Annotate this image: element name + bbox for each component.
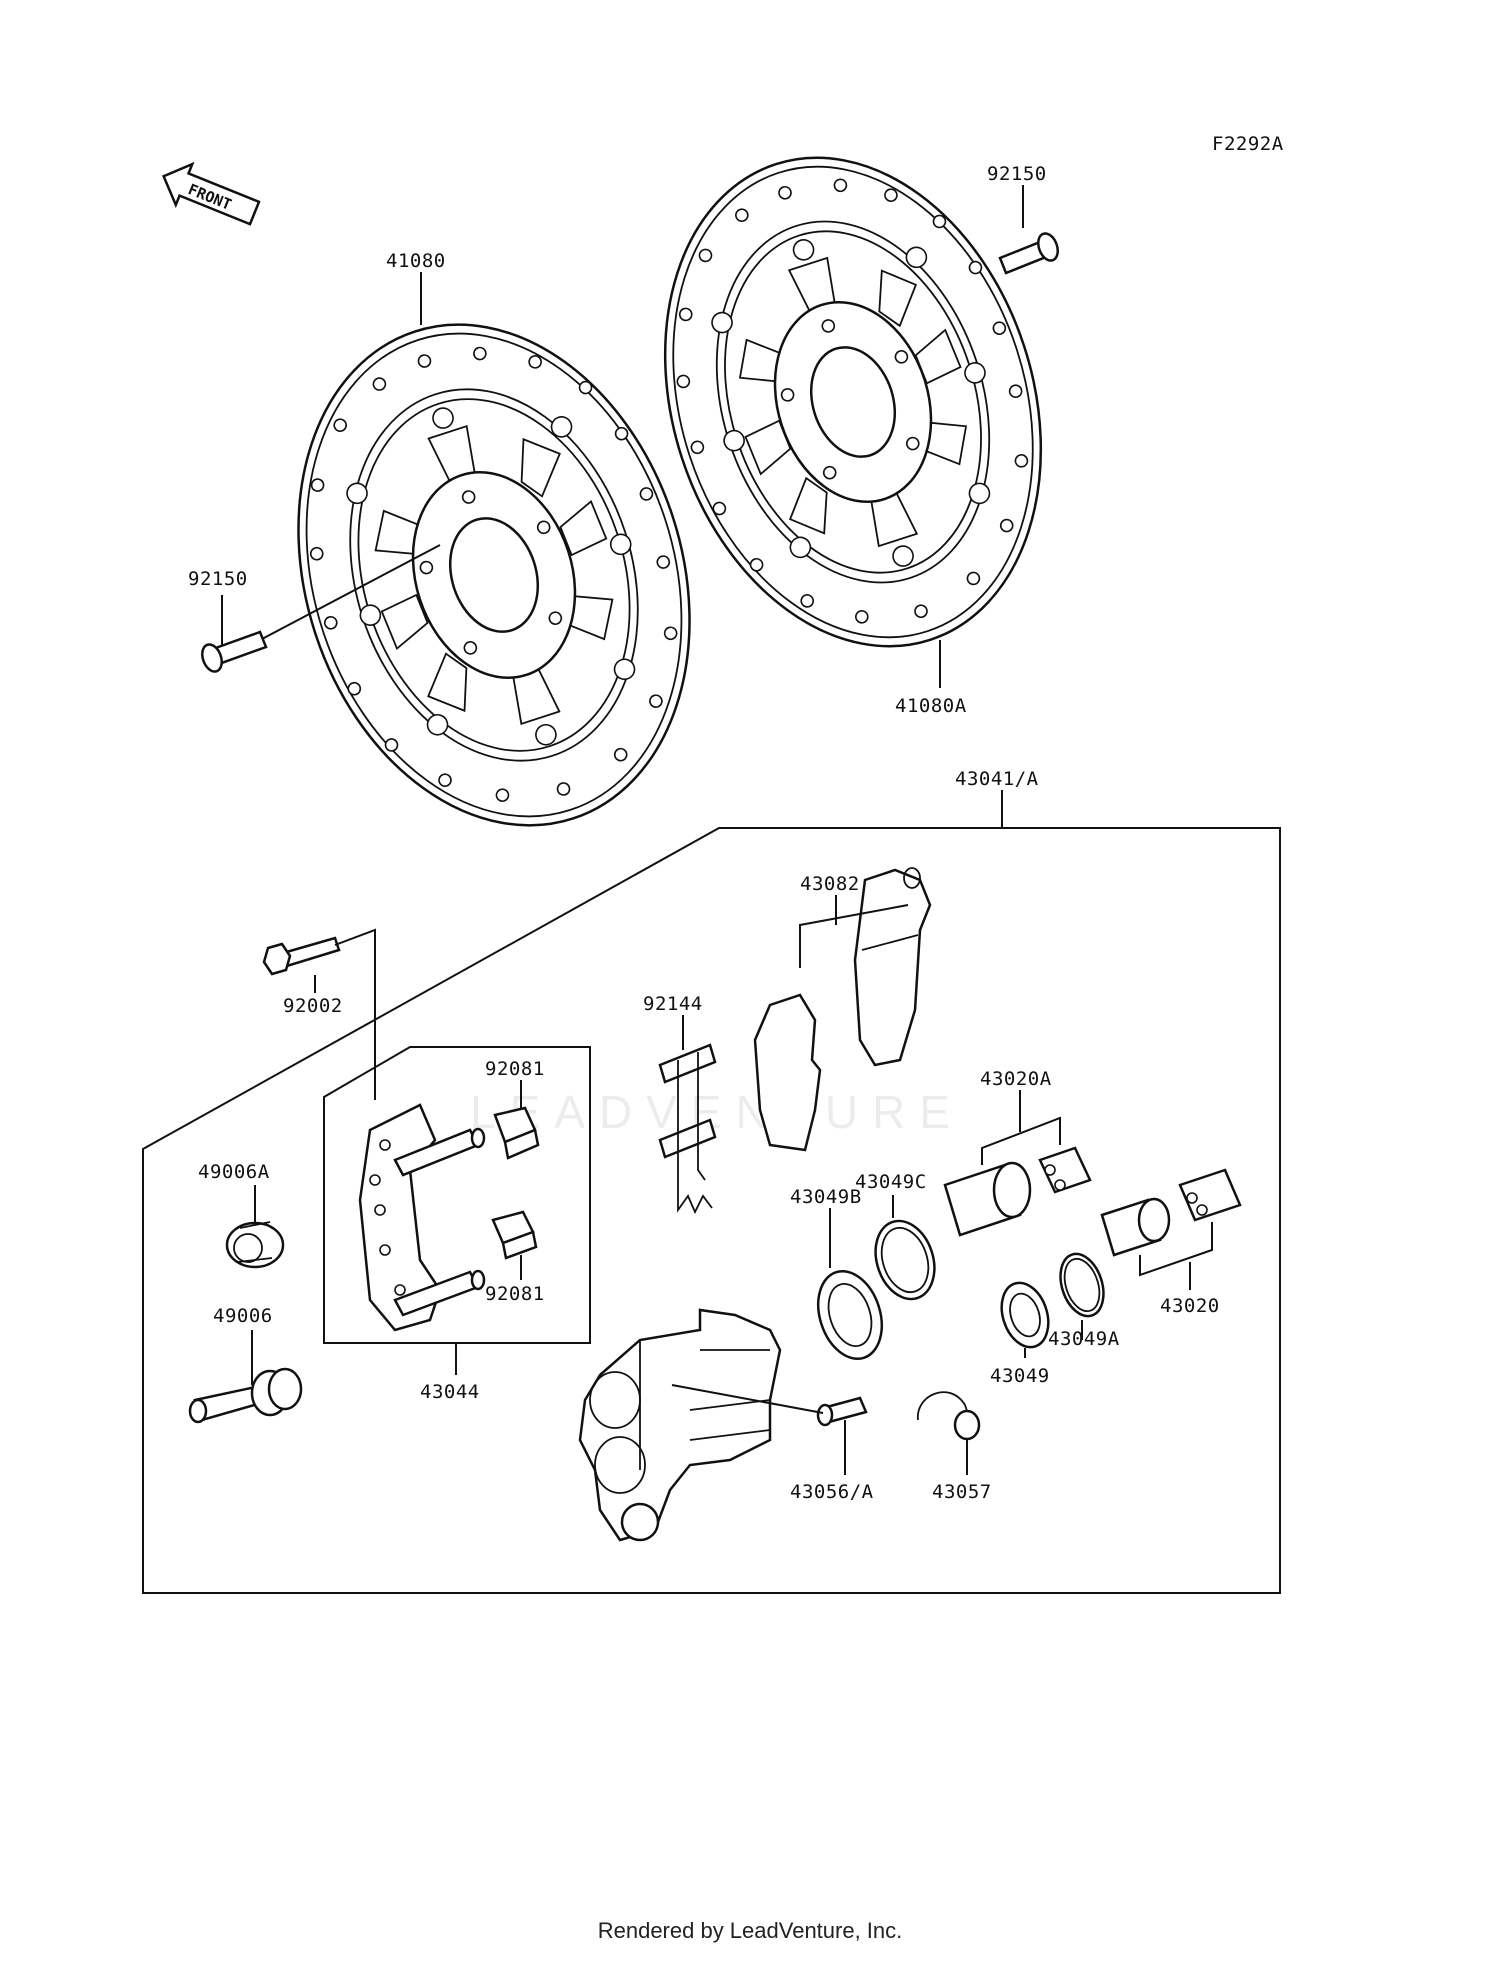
label-seal-c: 43049C — [855, 1171, 927, 1193]
pin-boot-lower[interactable] — [491, 1210, 538, 1260]
label-spring: 92144 — [643, 993, 703, 1015]
bracket-assembly-box — [323, 1046, 591, 1344]
caliper-body[interactable] — [578, 1308, 782, 1542]
seal-a[interactable] — [1053, 1248, 1111, 1321]
brake-disc-right[interactable] — [605, 109, 1102, 696]
pin-boot-upper[interactable] — [493, 1106, 540, 1160]
label-piston-a: 43020A — [980, 1068, 1052, 1090]
bracket-bolt[interactable] — [262, 936, 341, 976]
label-seal-a: 43049A — [1048, 1328, 1120, 1350]
brake-disc-left[interactable] — [236, 273, 752, 876]
seal-b[interactable] — [808, 1263, 893, 1367]
label-bolt-right: 92150 — [987, 163, 1047, 185]
label-bracket-assy: 43044 — [420, 1381, 480, 1403]
bleed-valve[interactable] — [816, 1396, 868, 1427]
label-bracket-bolt: 92002 — [283, 995, 343, 1017]
label-pin: 49006 — [213, 1305, 273, 1327]
caliper-bracket[interactable] — [358, 1103, 486, 1332]
label-cap: 43057 — [932, 1481, 992, 1503]
seal-c[interactable] — [866, 1213, 944, 1306]
seal[interactable] — [994, 1277, 1056, 1353]
label-pin-boot-upper: 92081 — [485, 1058, 545, 1080]
slide-pin[interactable] — [188, 1367, 303, 1424]
pin-boot[interactable] — [225, 1221, 285, 1269]
label-piston: 43020 — [1160, 1295, 1220, 1317]
brake-pad-rear[interactable] — [853, 867, 932, 1067]
disc-right-holes — [676, 178, 1029, 624]
diagram-code: F2292A — [1212, 133, 1284, 155]
footer-credit: Rendered by LeadVenture, Inc. — [597, 1918, 903, 1943]
label-disc-left: 41080 — [386, 250, 446, 272]
piston-boot-a[interactable] — [1038, 1146, 1092, 1194]
label-pin-boot-lower: 92081 — [485, 1283, 545, 1305]
piston-small[interactable] — [1100, 1197, 1171, 1257]
disc-bolt-left[interactable] — [199, 630, 268, 674]
disc-left-rivets — [346, 407, 636, 746]
label-pad-set: 43082 — [800, 873, 860, 895]
label-boot-a: 49006A — [198, 1161, 270, 1183]
brake-pad-front[interactable] — [753, 993, 822, 1152]
piston-boot[interactable] — [1178, 1168, 1242, 1222]
label-bleed-valve: 43056/A — [790, 1481, 874, 1503]
disc-right-rivets — [711, 239, 991, 567]
caliper-assembly-outline — [142, 827, 1281, 1594]
piston-large-a[interactable] — [943, 1161, 1032, 1237]
disc-left-holes — [309, 346, 678, 802]
label-bolt-left: 92150 — [188, 568, 248, 590]
label-caliper-assy: 43041/A — [955, 768, 1039, 790]
anti-rattle-spring[interactable] — [658, 1043, 717, 1215]
label-seal-b: 43049B — [790, 1186, 862, 1208]
label-disc-right: 41080A — [895, 695, 967, 717]
bleed-cap[interactable] — [917, 1391, 981, 1441]
disc-bolt-right[interactable] — [998, 231, 1061, 275]
front-arrow-icon: FRONT — [162, 161, 261, 226]
label-seal: 43049 — [990, 1365, 1050, 1387]
